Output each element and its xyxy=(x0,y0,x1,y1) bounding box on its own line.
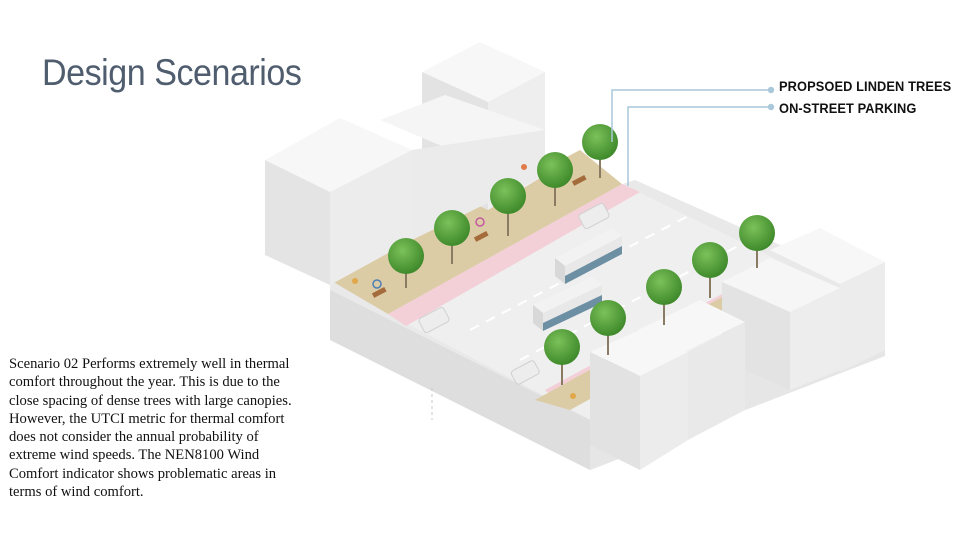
callout-dot xyxy=(767,103,775,111)
building-tall-top xyxy=(422,42,545,102)
building-right-mid-top xyxy=(722,258,840,312)
lane-marking xyxy=(469,214,691,331)
linden-tree-canopy xyxy=(739,215,775,251)
cyclist xyxy=(475,217,485,227)
linden-tree-canopy xyxy=(388,238,424,274)
callout-label-on-street-parking: ON-STREET PARKING xyxy=(779,101,917,116)
linden-tree-canopy xyxy=(490,178,526,214)
tree-row-right xyxy=(544,215,775,385)
bus-side xyxy=(533,305,543,331)
callout-label-linden-trees: PROPSOED LINDEN TREES xyxy=(779,79,952,94)
parked-car xyxy=(510,360,540,385)
linden-tree-canopy xyxy=(646,269,682,305)
building-right-back-side xyxy=(840,262,885,372)
bus-side xyxy=(555,258,565,284)
building-left-top xyxy=(265,118,412,192)
linden-tree-canopy xyxy=(692,242,728,278)
linden-tree-canopy xyxy=(590,300,626,336)
bench xyxy=(371,286,387,298)
building-courtyard-top xyxy=(638,300,745,352)
bench xyxy=(571,174,587,186)
parked-car xyxy=(418,306,450,334)
parking-lane-left xyxy=(388,184,640,326)
bus-window xyxy=(565,246,622,284)
callout-line-parking xyxy=(627,106,771,186)
linden-tree-canopy xyxy=(434,210,470,246)
slide-title: Design Scenarios xyxy=(42,52,302,93)
building-right-mid-side xyxy=(790,288,840,390)
building-front-left xyxy=(590,352,640,470)
bench xyxy=(473,230,489,242)
bus-top xyxy=(555,228,622,266)
building-right-back-top xyxy=(770,228,885,284)
cyclist xyxy=(372,279,382,289)
linden-tree-canopy xyxy=(582,124,618,160)
building-front-right xyxy=(640,352,688,470)
pedestrian xyxy=(521,164,527,170)
pedestrian xyxy=(352,278,358,284)
callout-line-trees xyxy=(611,89,771,142)
parked-car xyxy=(578,202,610,230)
ground-slab-front-left xyxy=(330,290,590,470)
scenario-description: Scenario 02 Performs extremely well in t… xyxy=(9,356,292,501)
building-front-top xyxy=(590,330,688,376)
bus-top xyxy=(533,277,602,313)
building-left-front xyxy=(265,160,330,285)
tree-row-left xyxy=(388,124,618,288)
bus-window xyxy=(543,295,602,331)
pedestrian xyxy=(570,393,576,399)
callout-dot xyxy=(767,86,775,94)
building-front-wing xyxy=(688,322,745,440)
linden-tree-canopy xyxy=(537,152,573,188)
linden-tree-canopy xyxy=(544,329,580,365)
